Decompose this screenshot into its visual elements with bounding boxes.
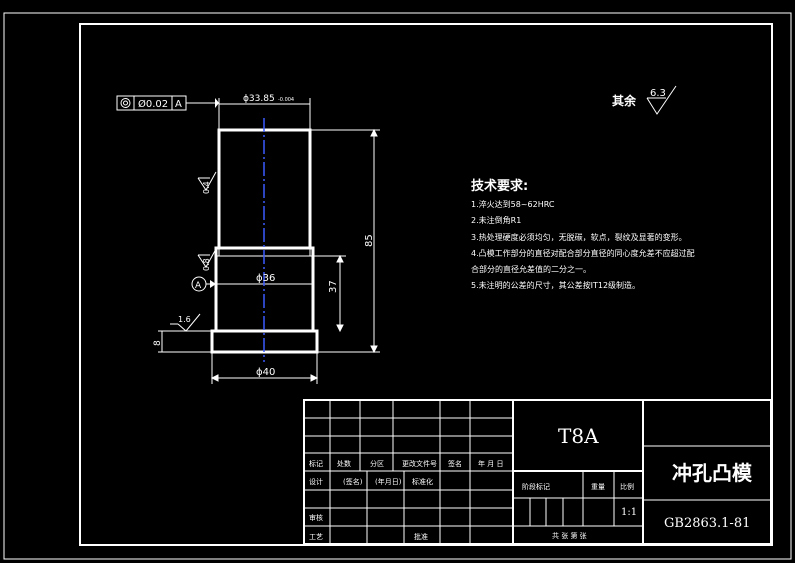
label-stage: 阶段标记 — [522, 482, 550, 491]
tolerance-frame: Ø0.02 A — [116, 95, 219, 111]
roughness-symbol-flange: 1.6 — [170, 313, 201, 332]
title-block — [303, 399, 772, 545]
tolerance-datum: A — [175, 99, 182, 110]
standard-text: GB2863.1-81 — [664, 516, 750, 531]
height-total-dim — [310, 128, 380, 354]
top-diameter-tol: -0.004 — [278, 97, 294, 103]
label-approve: 批准 — [414, 532, 428, 541]
label-signature: 签名 — [448, 459, 462, 468]
tech-req-line: 5.未注明的公差的尺寸，其公差按IT12级制造。 — [471, 280, 640, 290]
technical-requirements: 技术要求: 1.淬火达到58~62HRC 2.未注倒角R1 3.热处理硬度必须均… — [471, 178, 695, 290]
label-sheet: 共 张 第 张 — [552, 531, 587, 540]
label-design-sign: (签名) — [343, 477, 363, 486]
tech-req-line: 合部分的直径允差值的二分之一。 — [471, 264, 591, 274]
flange-height-text: 8 — [153, 340, 163, 346]
label-process: 工艺 — [309, 533, 323, 541]
label-count: 处数 — [337, 459, 351, 468]
roughness-top-value: 0.4 — [202, 181, 211, 194]
tech-req-line: 4.凸模工作部分的直径对配合部分直径的同心度允差不应超过配 — [471, 248, 695, 258]
label-design: 设计 — [309, 477, 323, 486]
other-roughness-label: 其余 — [612, 93, 637, 108]
label-design-date: (年月日) — [375, 477, 402, 486]
top-diameter-text: ϕ33.85 — [243, 94, 275, 104]
roughness-mid-value: 0.8 — [202, 258, 211, 271]
scale-text: 1:1 — [621, 507, 637, 518]
height-total-text: 85 — [364, 234, 375, 247]
title-block-labels: 标记 处数 分区 更改文件号 签名 年 月 日 设计 (签名) (年月日) 标准… — [309, 459, 634, 541]
label-change-doc: 更改文件号 — [402, 459, 437, 468]
label-mark: 标记 — [309, 459, 323, 468]
height-lower-dim — [313, 254, 346, 333]
material-text: T8A — [558, 424, 599, 448]
label-date: 年 月 日 — [478, 459, 503, 468]
top-diameter-dim: ϕ33.85 -0.004 — [218, 94, 311, 130]
datum-label: A — [195, 281, 202, 291]
label-standardization: 标准化 — [412, 477, 433, 486]
label-zone: 分区 — [370, 459, 384, 468]
other-roughness-value: 6.3 — [650, 88, 666, 99]
roughness-flange-value: 1.6 — [178, 315, 191, 324]
tech-req-line: 3.热处理硬度必须均匀，无脱碳，软点，裂纹及显著的变形。 — [471, 232, 687, 242]
tech-req-title: 技术要求: — [471, 178, 528, 194]
tech-req-line: 1.淬火达到58~62HRC — [471, 199, 555, 209]
tolerance-value: Ø0.02 — [138, 98, 168, 110]
flange-height-dim — [158, 330, 212, 353]
flange-diameter-text: ϕ40 — [256, 367, 275, 378]
outer-border — [3, 12, 792, 560]
part-name-text: 冲孔凸模 — [672, 461, 753, 485]
label-scale: 比例 — [620, 482, 634, 491]
label-review: 审核 — [309, 513, 323, 522]
other-roughness: 其余 6.3 — [612, 85, 677, 115]
mid-diameter-text: ϕ36 — [256, 273, 275, 284]
label-weight: 重量 — [591, 483, 605, 491]
roughness-symbol-mid: 0.8 — [197, 248, 217, 271]
flange-diameter-dim — [210, 352, 319, 384]
height-lower-text: 37 — [328, 280, 339, 293]
tech-req-line: 2.未注倒角R1 — [471, 215, 521, 225]
roughness-symbol-top: 0.4 — [197, 171, 217, 194]
datum-marker: A — [191, 276, 216, 292]
